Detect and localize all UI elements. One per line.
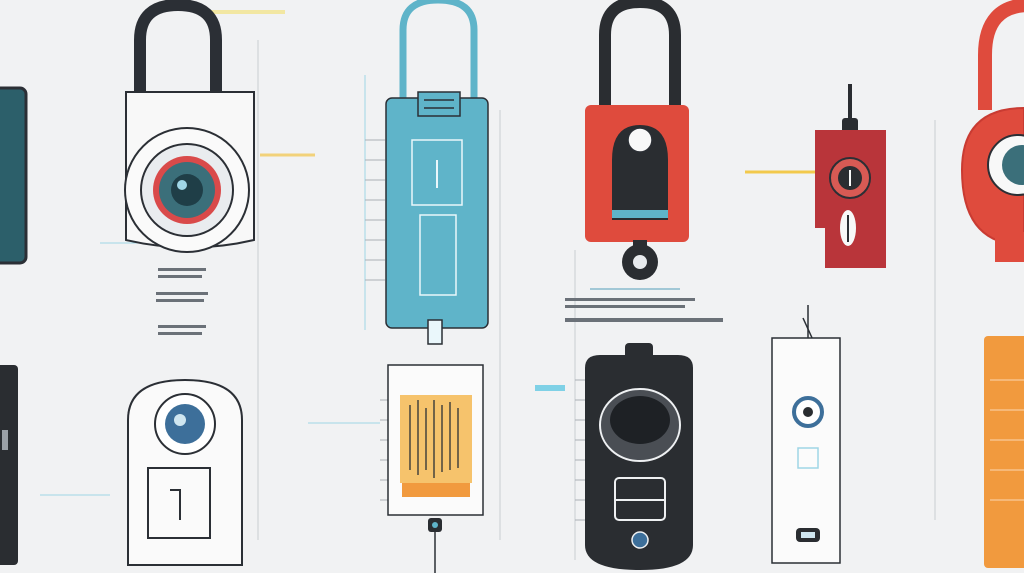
dark-lens-lock-icon	[585, 343, 693, 570]
white-dial-lock-icon	[124, 0, 255, 253]
dark-side-lock-icon	[0, 365, 18, 565]
guide-lines	[40, 10, 936, 560]
maroon-tag-lock-icon	[815, 84, 886, 268]
white-round-lock-icon	[127, 378, 243, 566]
red-padlock-icon	[585, 0, 689, 280]
blue-padlock-icon	[385, 0, 489, 345]
white-tag-lock-icon	[771, 305, 841, 564]
orange-lock-icon	[984, 336, 1024, 568]
red-round-lock-icon	[960, 0, 1024, 262]
teal-lock-icon	[0, 86, 28, 265]
document-card-icon	[387, 364, 484, 573]
squiggle-text	[156, 268, 723, 335]
